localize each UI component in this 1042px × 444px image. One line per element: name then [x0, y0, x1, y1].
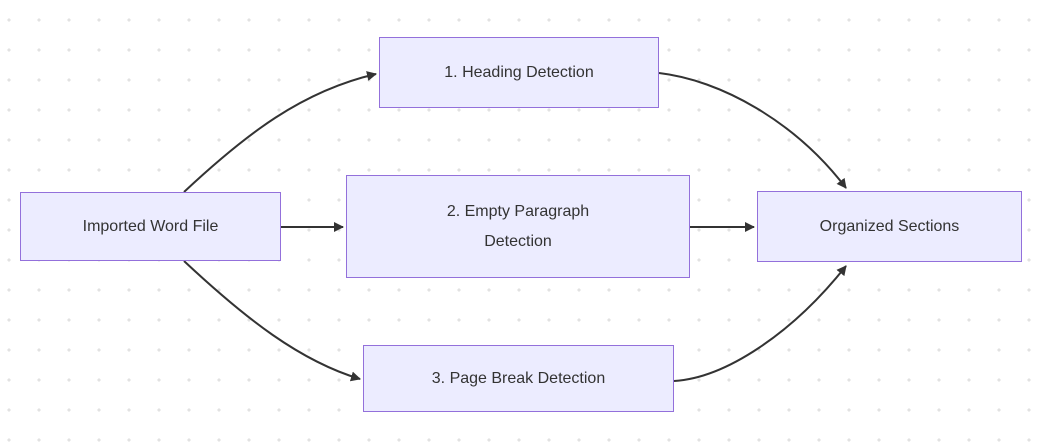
- node-organized-sections: Organized Sections: [757, 191, 1022, 262]
- node-label: Imported Word File: [82, 217, 219, 235]
- node-label: Organized Sections: [819, 217, 960, 235]
- edge-heading-to-organized: [658, 72, 847, 189]
- node-empty-paragraph-detection: 2. Empty Paragraph Detection: [346, 175, 690, 278]
- node-imported-word-file: Imported Word File: [20, 192, 281, 261]
- node-page-break-detection: 3. Page Break Detection: [363, 345, 674, 412]
- node-label: 3. Page Break Detection: [431, 369, 606, 387]
- node-heading-detection: 1. Heading Detection: [379, 37, 659, 108]
- edge-page-break-to-organized: [673, 265, 847, 382]
- edge-imported-to-page-break: [183, 260, 361, 382]
- node-label: 2. Empty Paragraph Detection: [446, 202, 590, 250]
- node-label: 1. Heading Detection: [444, 63, 594, 81]
